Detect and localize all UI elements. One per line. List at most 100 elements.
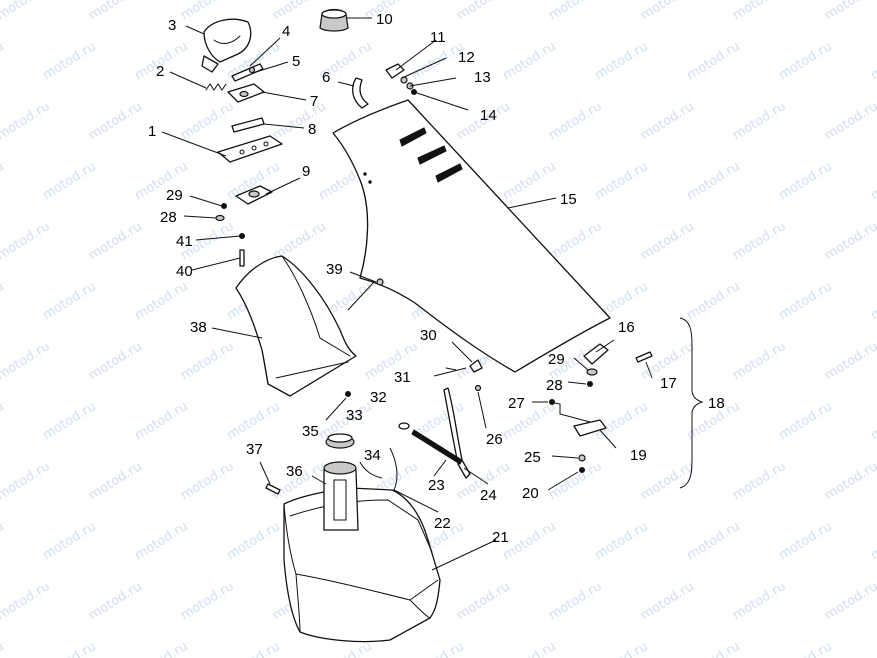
watermark-text: motod.ru [546,99,605,143]
callout-9: 9 [302,163,310,180]
hood-cover [332,99,611,373]
callout-34: 34 [364,447,381,464]
watermark-text: motod.ru [40,159,99,203]
latch-hardware [445,359,483,392]
watermark-text: motod.ru [500,519,559,563]
callout-26: 26 [486,431,503,448]
mounting-plate [217,135,283,163]
watermark-text: motod.ru [638,99,697,143]
fastener-39 [376,278,384,286]
hose [351,77,369,109]
pin [231,117,265,133]
watermark-text: motod.ru [0,279,7,323]
watermark-text: motod.ru [730,339,789,383]
watermark-text: motod.ru [638,459,697,503]
callout-30: 30 [420,327,437,344]
small-parts-4-5 [231,63,264,82]
watermark-text: motod.ru [500,39,559,83]
watermark-text: motod.ru [822,0,877,23]
watermark-text: motod.ru [592,639,651,658]
watermark-text: motod.ru [500,639,559,658]
watermark-text: motod.ru [592,519,651,563]
callout-38: 38 [190,319,207,336]
callout-1: 1 [148,123,156,140]
callout-36: 36 [286,463,303,480]
watermark-text: motod.ru [776,519,835,563]
callout-21: 21 [492,529,509,546]
watermark-text: motod.ru [0,399,7,443]
watermark-text: motod.ru [40,519,99,563]
callout-40: 40 [176,263,193,280]
callout-7: 7 [310,93,318,110]
callout-31: 31 [394,369,411,386]
callout-14: 14 [480,107,497,124]
watermark-text: motod.ru [40,39,99,83]
watermark-text: motod.ru [684,279,743,323]
callout-19: 19 [630,447,647,464]
watermark-text: motod.ru [454,0,513,23]
watermark-text: motod.ru [132,519,191,563]
watermark-text: motod.ru [0,639,7,658]
watermark-text: motod.ru [224,399,283,443]
watermark-text: motod.ru [822,579,877,623]
watermark-text: motod.ru [178,579,237,623]
watermark-text: motod.ru [638,0,697,23]
watermark-text: motod.ru [546,579,605,623]
watermark-text: motod.ru [132,639,191,658]
group-brace-18 [679,317,704,489]
watermark-text: motod.ru [86,459,145,503]
watermark-text: motod.ru [592,39,651,83]
callout-35: 35 [302,423,319,440]
watermark-text: motod.ru [40,279,99,323]
tank [283,461,441,643]
watermark-text: motod.ru [546,0,605,23]
callout-32: 32 [370,389,387,406]
watermark-text: motod.ru [684,639,743,658]
watermark-text: motod.ru [408,639,467,658]
watermark-text: motod.ru [868,399,877,443]
watermark-text: motod.ru [730,579,789,623]
watermark-text: motod.ru [86,0,145,23]
watermark-text: motod.ru [868,519,877,563]
watermark-text: motod.ru [270,99,329,143]
callout-24: 24 [480,487,497,504]
watermark-text: motod.ru [822,99,877,143]
callout-29-left: 29 [166,187,183,204]
callout-10: 10 [376,11,393,28]
callout-16: 16 [618,319,635,336]
leader-lines [161,17,653,571]
callout-8: 8 [308,121,316,138]
watermark-text: motod.ru [0,459,53,503]
watermark-text: motod.ru [592,159,651,203]
callout-3: 3 [168,17,176,34]
watermark-text: motod.ru [0,579,53,623]
watermark-text: motod.ru [0,219,53,263]
fastener-35 [345,391,351,397]
spring [205,83,227,91]
watermark-text: motod.ru [822,459,877,503]
watermark-text: motod.ru [40,399,99,443]
watermark-text: motod.ru [86,99,145,143]
callout-4: 4 [282,23,290,40]
watermark-text: motod.ru [362,339,421,383]
watermark-text: motod.ru [86,219,145,263]
callout-39: 39 [326,261,343,278]
upper-cover [201,18,252,73]
watermark-text: motod.ru [0,339,53,383]
callout-33: 33 [346,407,363,424]
callout-18: 18 [708,395,725,412]
watermark-text: motod.ru [132,399,191,443]
watermark-text: motod.ru [86,339,145,383]
watermark-text: motod.ru [270,0,329,23]
watermark-text: motod.ru [546,459,605,503]
watermark-text: motod.ru [638,579,697,623]
callout-labels: 3 2 4 5 7 8 1 9 29 28 41 40 10 11 12 13 … [148,11,725,546]
watermark-text: motod.ru [224,519,283,563]
callout-23: 23 [428,477,445,494]
watermark-text: motod.ru [730,99,789,143]
filler-cap [325,433,355,449]
watermark-text: motod.ru [546,219,605,263]
callout-25: 25 [524,449,541,466]
watermark-text: motod.ru [684,39,743,83]
